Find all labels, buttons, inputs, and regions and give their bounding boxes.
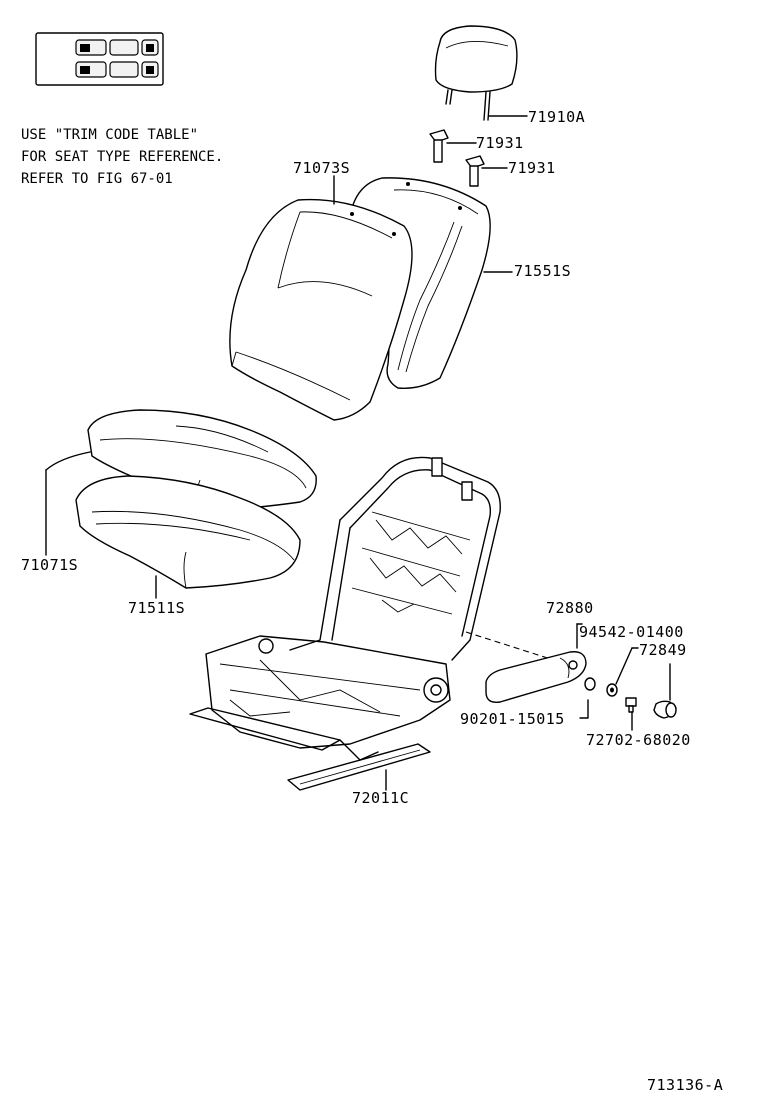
part-label-armrest-bolt[interactable]: 94542-01400	[579, 623, 684, 641]
part-label-support-upper[interactable]: 71931	[476, 134, 524, 152]
seat-back-cover	[229, 175, 413, 421]
part-label-cushion-pad[interactable]: 71511S	[128, 599, 186, 617]
part-label-cushion-cover[interactable]: 71071S	[21, 556, 79, 574]
armrest-bolt-part	[606, 647, 639, 697]
armrest-cap-part	[653, 663, 677, 719]
part-label-armrest-cap[interactable]: 72849	[639, 641, 687, 659]
part-label-back-cover[interactable]: 71073S	[293, 159, 351, 177]
part-label-armrest[interactable]: 72880	[546, 599, 594, 617]
part-label-armrest-screw[interactable]: 72702-68020	[586, 731, 691, 749]
seat-cushion-pad	[75, 475, 301, 599]
part-label-washer[interactable]: 90201-15015	[460, 710, 565, 728]
note-line-3: REFER TO FIG 67-01	[21, 171, 173, 187]
part-label-support-lower[interactable]: 71931	[508, 159, 556, 177]
note-line-1: USE "TRIM CODE TABLE"	[21, 127, 199, 143]
washer-part	[579, 677, 596, 719]
note-line-2: FOR SEAT TYPE REFERENCE.	[21, 149, 224, 165]
figure-id: 713136-A	[647, 1076, 724, 1094]
headrest-support-lower	[465, 155, 508, 187]
part-label-frame-adjuster[interactable]: 72011C	[352, 789, 410, 807]
seat-frame-adjuster	[189, 456, 561, 791]
armrest-part	[485, 623, 587, 703]
headrest-part	[434, 25, 528, 121]
part-label-headrest[interactable]: 71910A	[528, 108, 586, 126]
headrest-support-upper	[429, 129, 477, 163]
armrest-screw-part	[625, 697, 637, 731]
part-label-back-pad[interactable]: 71551S	[514, 262, 572, 280]
seat-location-icon	[35, 32, 164, 86]
